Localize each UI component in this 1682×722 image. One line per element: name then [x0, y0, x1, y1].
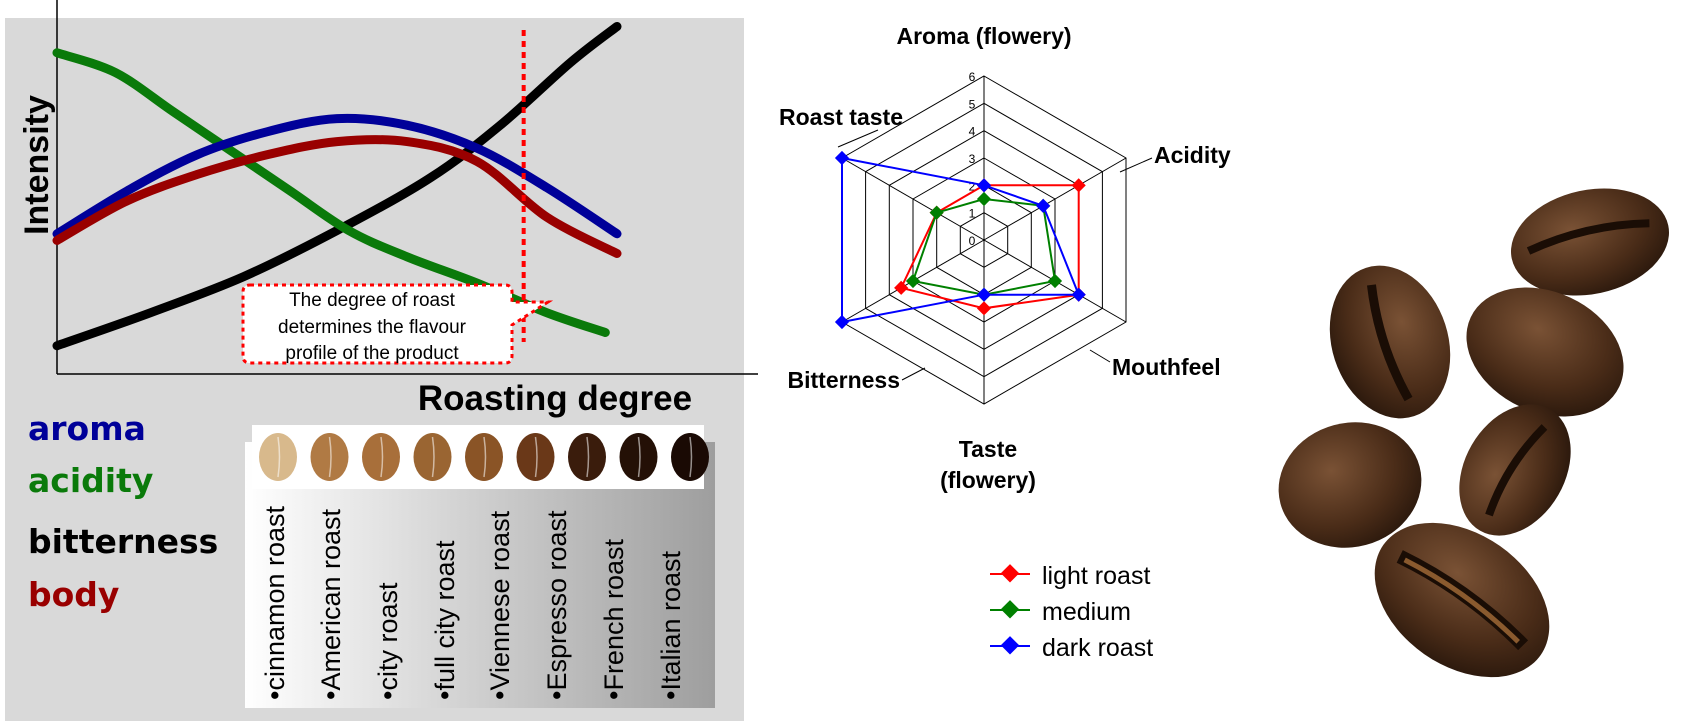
roast-level-label: •full city roast: [430, 540, 460, 700]
radar-point: [834, 314, 850, 330]
roast-bean-swatch: [568, 433, 606, 481]
roast-callout: The degree of roast determines the flavo…: [241, 283, 554, 365]
series-line-body: [52, 135, 622, 258]
roast-level-label: •cinnamon roast: [260, 505, 290, 700]
roast-level-label: •French roast: [599, 538, 629, 700]
x-axis-label: Roasting degree: [418, 379, 692, 418]
roast-bean-swatch: [619, 433, 658, 481]
roasting-line-chart: [52, 0, 758, 375]
radar-spoke: [841, 157, 985, 241]
radar-point: [976, 178, 992, 193]
radar-point: [905, 273, 921, 289]
coffee-beans-photo: [1278, 188, 1669, 678]
radar-spoke: [983, 157, 1127, 241]
radar-legend-light-roast: light roast: [1042, 562, 1150, 590]
callout-line-2: determines the flavour: [278, 317, 467, 338]
series-line-bitterness: [52, 22, 622, 351]
radar-axis-label: (flowery): [940, 467, 1036, 493]
radar-point: [1047, 273, 1063, 289]
roast-level-label: •city roast: [373, 582, 403, 700]
radar-tick-label: 5: [969, 97, 976, 111]
roast-bean-swatch: [259, 433, 297, 481]
radar-tick-label: 2: [969, 179, 976, 193]
roast-level-label: •American roast: [316, 508, 346, 700]
coffee-bean-4: [1278, 422, 1422, 548]
roast-level-label: •Espresso roast: [542, 510, 572, 700]
legend-bitterness: bitterness: [28, 522, 218, 561]
radar-tick-label: 1: [969, 207, 976, 221]
radar-leader: [1119, 157, 1153, 173]
legend-body: body: [28, 575, 119, 614]
radar-axis-label: Aroma (flowery): [896, 23, 1071, 49]
legend-aroma: aroma: [28, 409, 146, 448]
series-line-aroma: [52, 113, 622, 239]
roast-bean-swatch: [362, 433, 400, 481]
radar-legend: light roast medium dark roast: [990, 562, 1153, 662]
legend-acidity: acidity: [28, 461, 153, 500]
radar-axis-label: Acidity: [1154, 142, 1231, 168]
radar-axis-label: Taste: [959, 436, 1017, 462]
radar-axis-label: Mouthfeel: [1112, 354, 1221, 380]
radar-tick-label: 6: [969, 70, 976, 84]
radar-axis-label: Roast taste: [779, 104, 903, 130]
coffee-bean-5: [1459, 404, 1571, 536]
radar-point: [894, 280, 909, 295]
radar-point: [1036, 198, 1051, 213]
callout-line-3: profile of the product: [285, 343, 459, 364]
coffee-bean-6: [1374, 522, 1550, 678]
roast-bean-swatch: [671, 433, 709, 481]
roast-level-labels: •cinnamon roast •American roast •city roas…: [260, 505, 686, 700]
radar-tick-label: 0: [969, 234, 976, 248]
radar-tick-label: 4: [969, 125, 976, 139]
radar-leader: [901, 367, 926, 381]
coffee-bean-1: [1511, 188, 1669, 296]
roast-level-label: •Viennese roast: [485, 510, 515, 700]
flavour-radar-chart: 0 1 2 3 4 5 6 Aroma (flowery) AcidityMouthfeelTa…: [779, 23, 1231, 493]
roast-bean-swatch: [413, 433, 452, 481]
radar-point: [976, 287, 992, 302]
radar-leader: [1089, 349, 1111, 363]
roast-bean-swatches: [259, 433, 709, 481]
radar-point: [976, 191, 992, 207]
y-axis-label: Intensity: [18, 95, 56, 235]
callout-line-1: The degree of roast: [289, 290, 456, 311]
roast-level-label: •Italian roast: [656, 550, 686, 700]
roast-bean-swatch: [465, 433, 503, 481]
coffee-bean-2: [1329, 265, 1451, 419]
radar-point: [1071, 178, 1086, 193]
radar-axis-label: Bitterness: [788, 367, 900, 393]
radar-tick-label: 3: [969, 152, 976, 166]
roast-bean-swatch: [310, 433, 349, 481]
roast-bean-swatch: [516, 433, 555, 481]
coffee-bean-3: [1466, 287, 1624, 417]
radar-point: [929, 205, 944, 220]
radar-leader: [837, 129, 879, 148]
radar-point: [834, 150, 850, 166]
radar-legend-dark-roast: dark roast: [1042, 634, 1153, 662]
radar-legend-medium: medium: [1042, 598, 1131, 626]
radar-point: [1071, 287, 1086, 302]
radar-point: [976, 301, 992, 316]
